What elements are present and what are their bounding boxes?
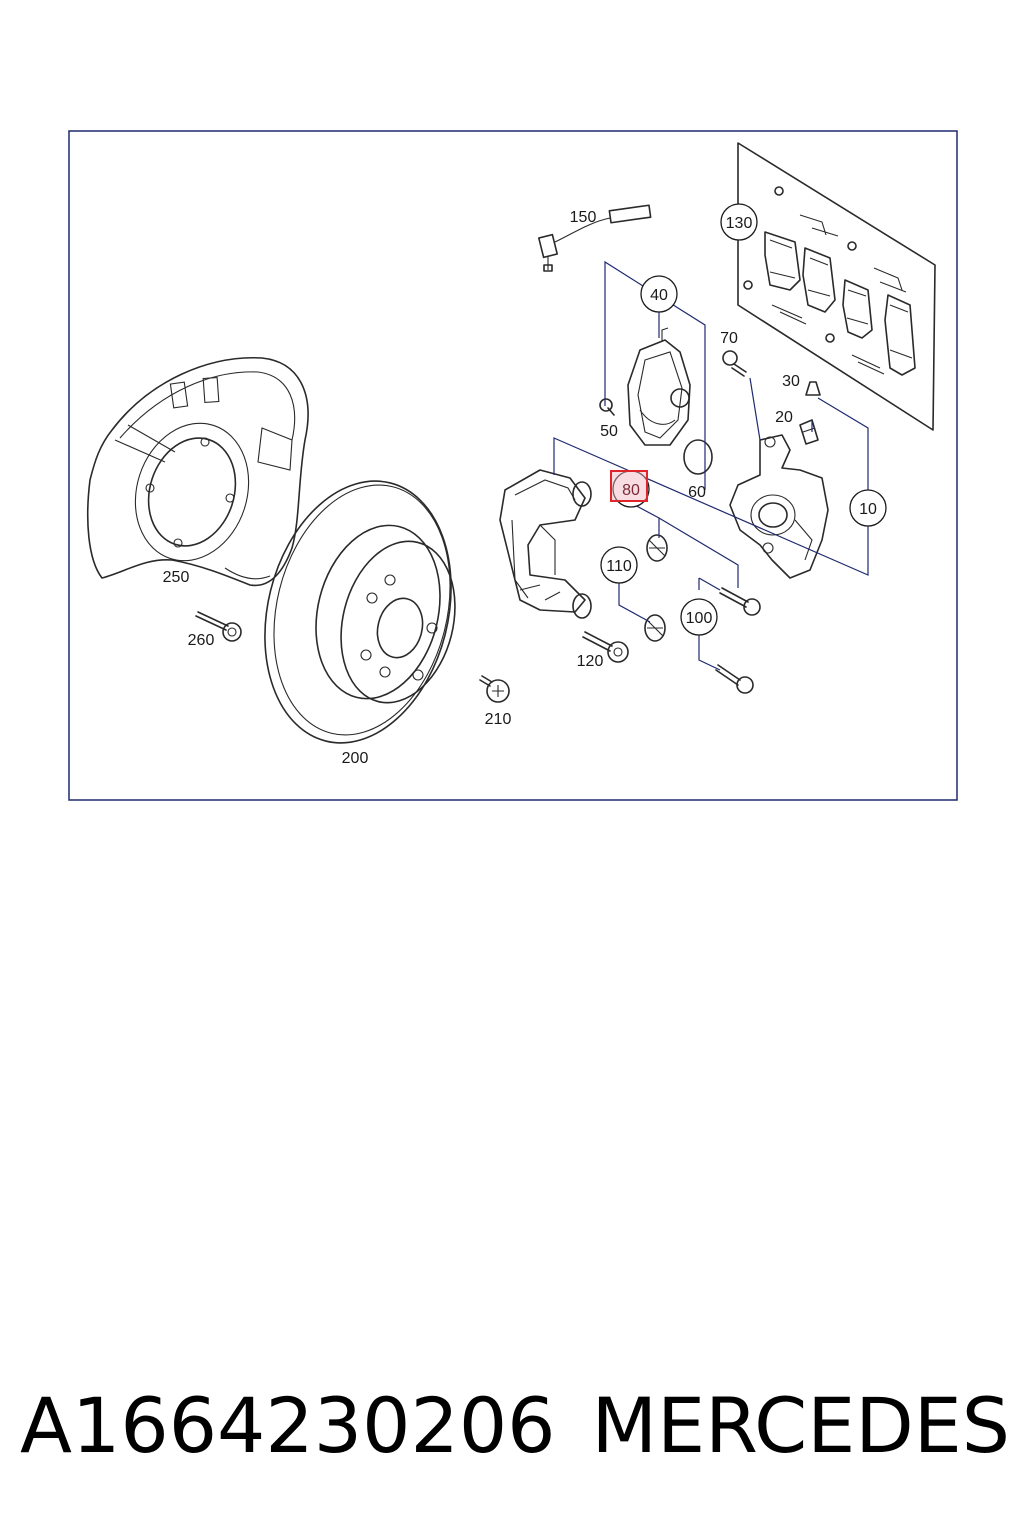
callout-70: 70 — [720, 330, 738, 347]
wear-sensor-150-drawing — [537, 204, 652, 272]
callout-40: 40 — [650, 287, 668, 304]
callout-50: 50 — [600, 423, 618, 440]
diagram-frame — [68, 130, 958, 801]
callout-210: 210 — [485, 711, 512, 728]
caliper-carrier-drawing — [499, 469, 592, 619]
dust-shield-drawing — [86, 356, 309, 587]
caliper-10-drawing — [729, 434, 829, 579]
bleeder-20-drawing — [799, 419, 819, 445]
part-number: A1664230206 — [20, 1380, 556, 1470]
callout-100: 100 — [686, 610, 713, 627]
brake-disc-drawing — [264, 480, 456, 744]
screw-50-drawing — [599, 398, 615, 416]
bolt-70-drawing — [722, 350, 747, 377]
callout-110: 110 — [606, 558, 632, 575]
bolt-100-drawing — [715, 587, 761, 694]
callout-circles — [600, 203, 887, 636]
screw-120-drawing — [582, 631, 629, 663]
caption: A1664230206 MERCEDES — [20, 1370, 1010, 1480]
sleeve-110-drawing — [644, 534, 668, 642]
callout-250: 250 — [163, 569, 190, 586]
cap-30-drawing — [805, 381, 821, 396]
screw-260-drawing — [195, 611, 242, 642]
highlight-box-80 — [610, 470, 648, 502]
callout-260: 260 — [188, 632, 215, 649]
callout-10: 10 — [859, 501, 877, 518]
callout-20: 20 — [775, 409, 793, 426]
callout-200: 200 — [342, 750, 369, 767]
callout-80: 80 — [622, 482, 640, 499]
callout-120: 120 — [577, 653, 604, 670]
screw-210-drawing — [479, 675, 510, 703]
leader-lines — [553, 260, 869, 671]
actuator-40-drawing — [627, 327, 691, 446]
o-ring-60-drawing — [683, 439, 713, 475]
callout-60: 60 — [688, 484, 706, 501]
brand-name: MERCEDES — [591, 1380, 1010, 1470]
callout-150: 150 — [570, 209, 597, 226]
callout-30: 30 — [782, 373, 800, 390]
callout-130: 130 — [726, 215, 753, 232]
pad-set-130-drawing — [737, 142, 936, 431]
